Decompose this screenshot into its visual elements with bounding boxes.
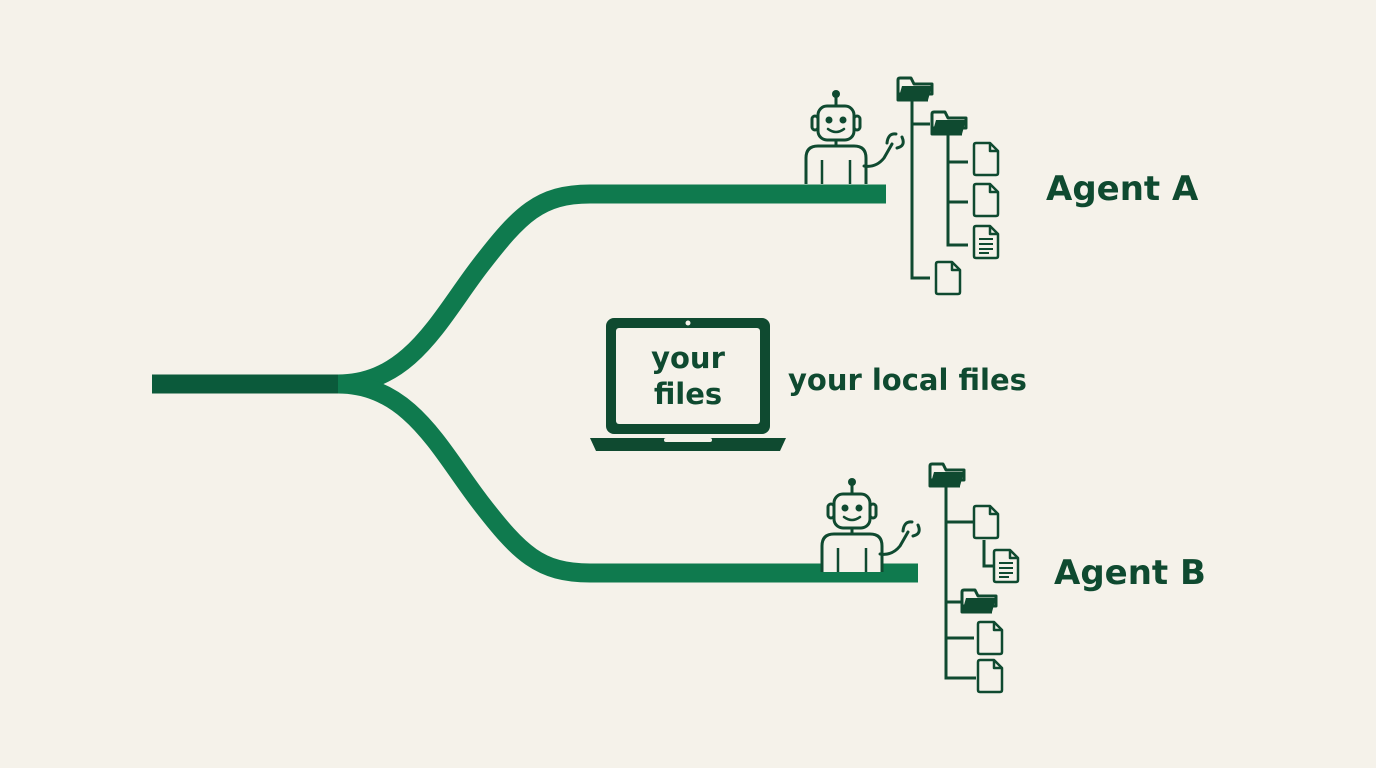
laptop-screen-line-1: your [651,341,725,375]
agent-a-label: Agent A [1046,169,1199,209]
agent-b-label: Agent B [1054,553,1206,593]
file-icon [934,260,962,296]
file-icon [972,141,1000,177]
file-icon [976,658,1004,694]
folder-icon [896,76,934,102]
folder-icon [960,588,998,614]
laptop-screen-line-2: files [653,377,723,411]
robot-icon [820,476,921,574]
agent-b-file-tree [928,462,1020,694]
branch-agent-b [337,374,918,583]
document-icon [992,548,1020,584]
robot-icon [804,88,905,186]
branch-lines [152,184,918,583]
file-icon [972,504,1000,540]
agent-a-file-tree [896,76,1000,296]
document-icon [972,224,1000,260]
folder-icon [930,110,968,136]
local-files-label: your local files [788,363,1027,397]
file-icon [976,620,1004,656]
branch-agent-a [337,184,886,394]
folder-icon [928,462,966,488]
laptop-screen-text: your files [612,340,764,412]
file-icon [972,182,1000,218]
laptop-icon [590,318,786,451]
